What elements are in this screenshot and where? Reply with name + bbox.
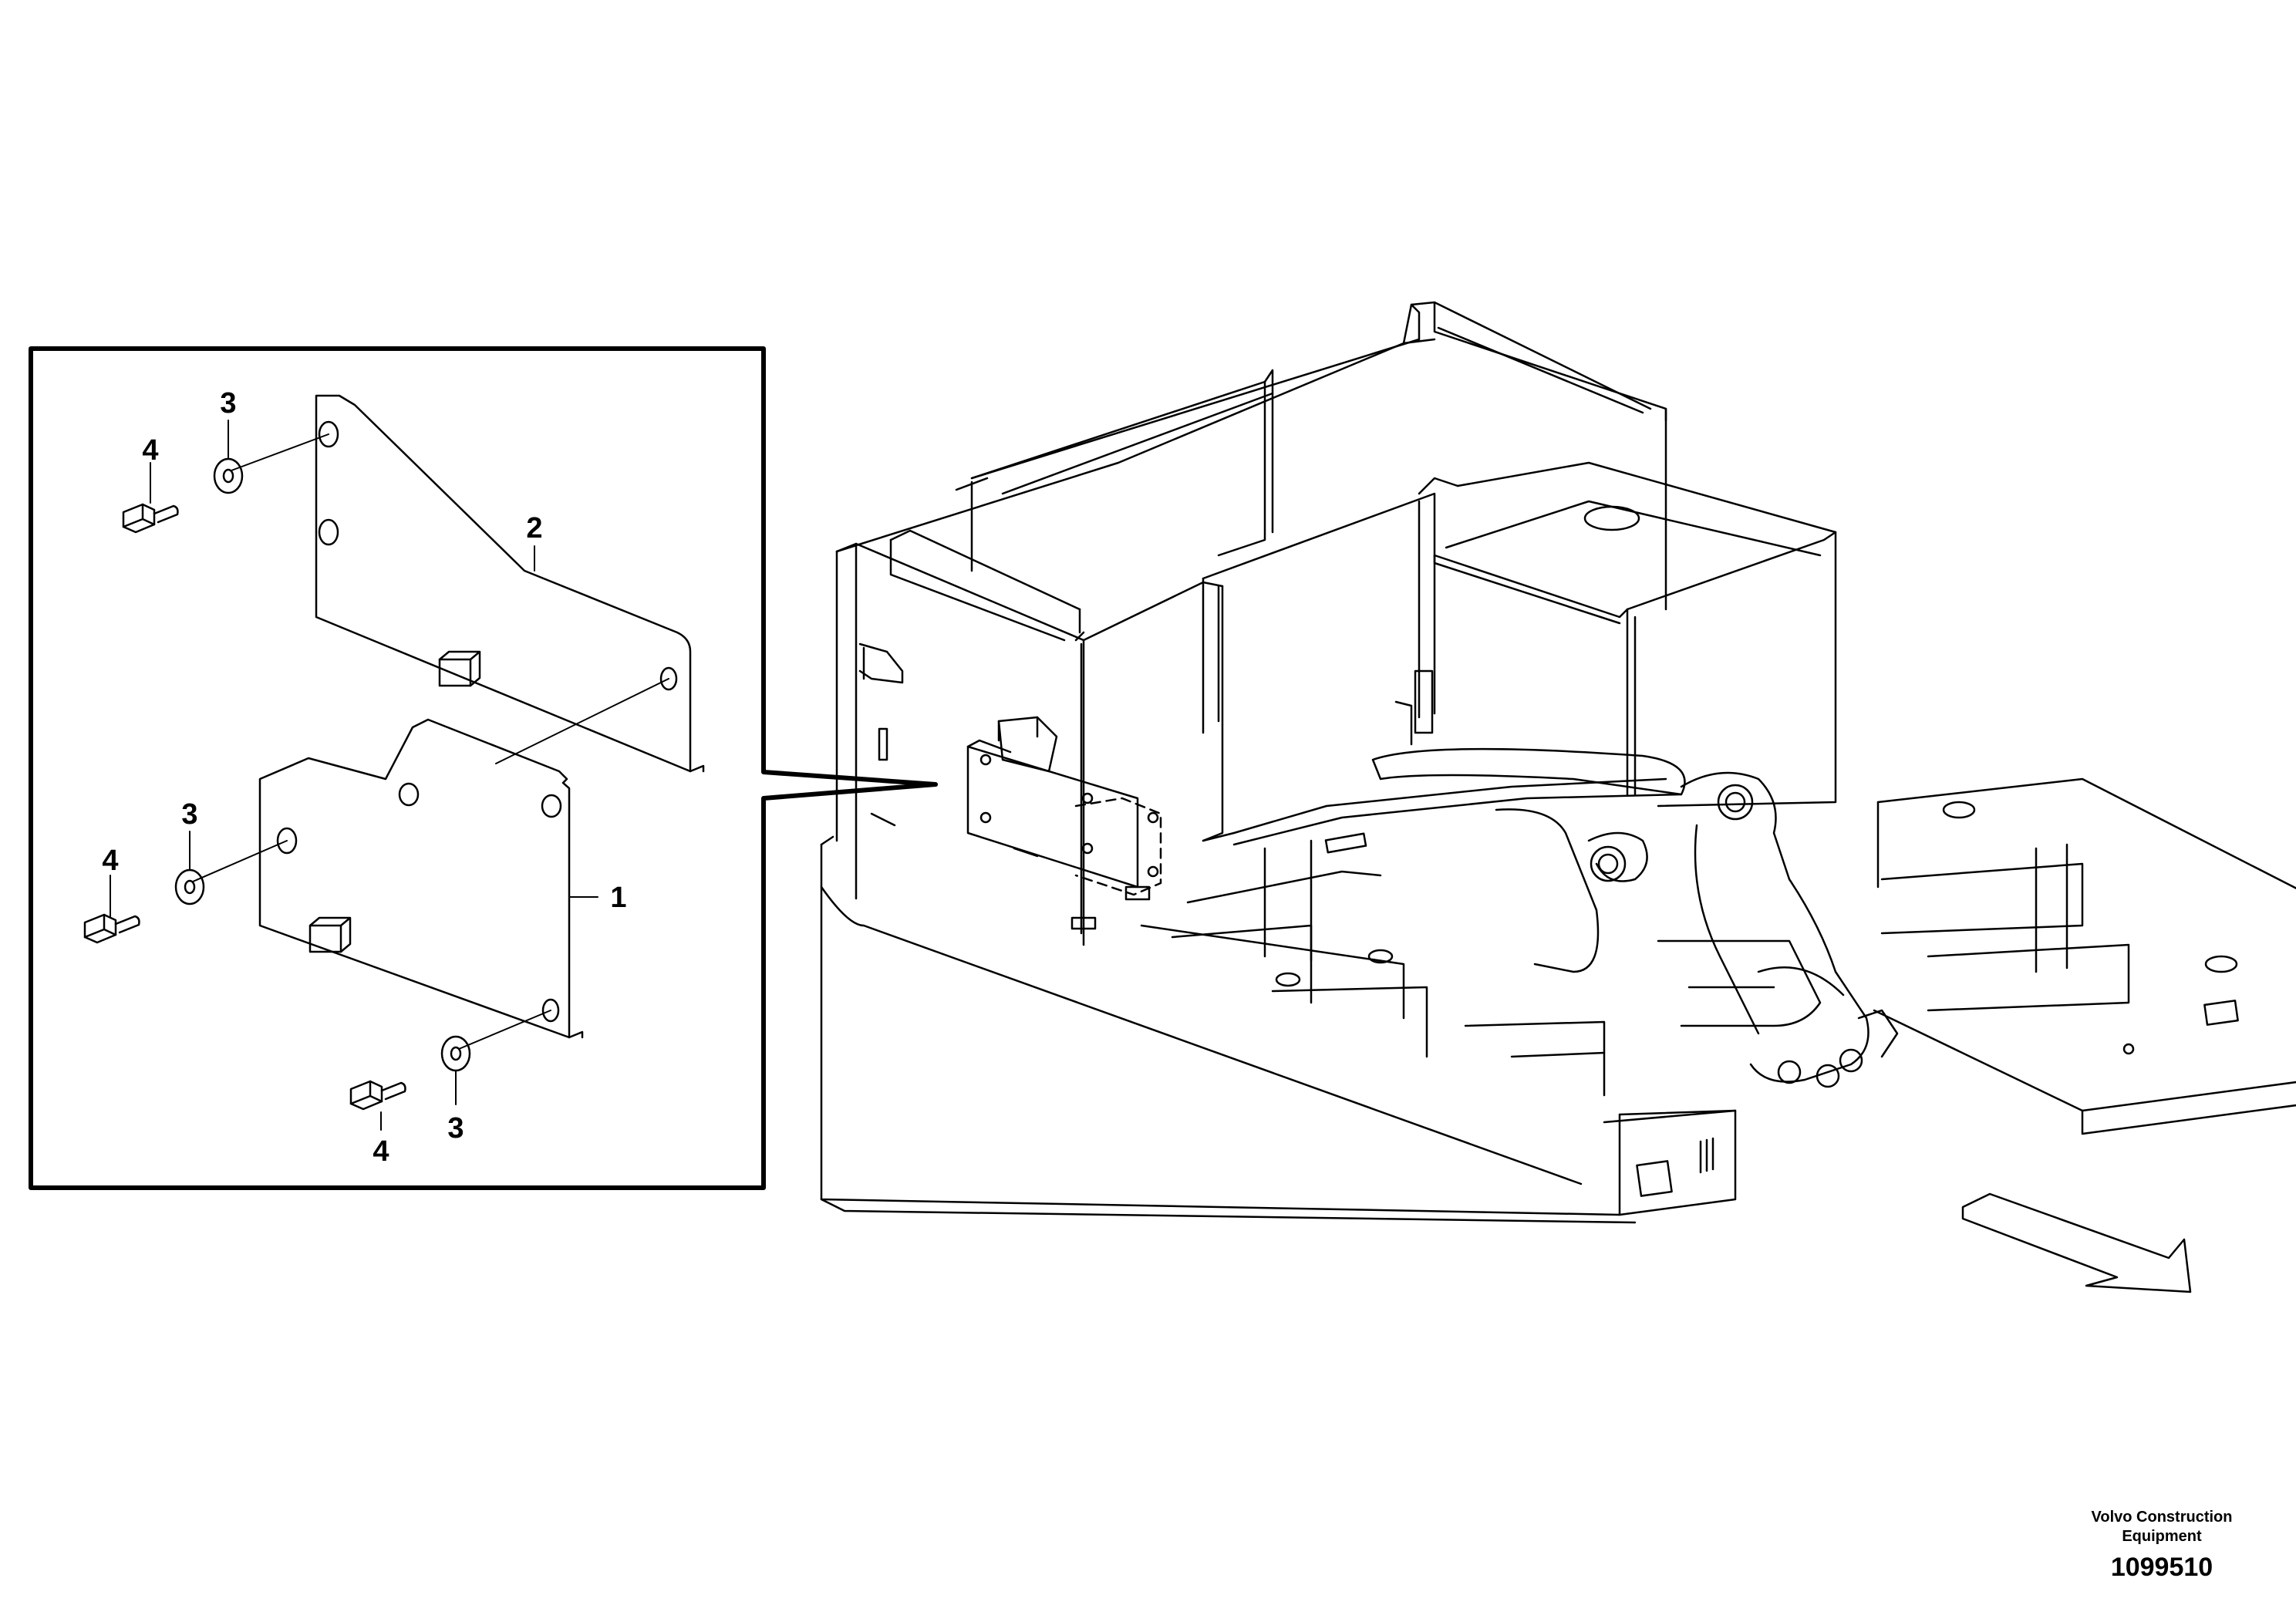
alignment-line bbox=[231, 433, 329, 471]
alignment-line bbox=[192, 840, 288, 882]
part-2-bracket bbox=[315, 394, 705, 773]
alignment-line bbox=[495, 678, 669, 764]
callout-1: 1 bbox=[610, 882, 626, 914]
washer-3-top bbox=[213, 457, 244, 494]
drawing-number: 1099510 bbox=[2111, 1553, 2213, 1582]
company-name-line2: Equipment bbox=[2122, 1528, 2202, 1545]
main-frame-assembly bbox=[820, 301, 2296, 1224]
washer-3-mid bbox=[174, 868, 205, 905]
callout-labels: 3 4 2 3 4 1 3 4 bbox=[102, 387, 626, 1168]
bolt-4-bottom bbox=[349, 1080, 406, 1111]
inset-frame bbox=[29, 346, 938, 1190]
callout-4-bottom: 4 bbox=[373, 1135, 389, 1168]
callout-4-top: 4 bbox=[142, 434, 158, 467]
part-1-plate bbox=[258, 718, 584, 1039]
alignment-line bbox=[458, 1010, 551, 1050]
washer-3-bottom bbox=[440, 1035, 471, 1072]
callout-3-bottom: 3 bbox=[447, 1112, 464, 1145]
title-block: Volvo Construction Equipment 1099510 bbox=[2092, 1509, 2233, 1582]
company-name-line1: Volvo Construction bbox=[2092, 1509, 2233, 1526]
callout-4-mid: 4 bbox=[102, 845, 118, 877]
bolt-4-top bbox=[122, 503, 179, 534]
bolt-4-mid bbox=[83, 913, 140, 944]
callout-2: 2 bbox=[526, 512, 542, 545]
direction-arrow-icon bbox=[1961, 1192, 2192, 1293]
detail-inset bbox=[29, 346, 938, 1190]
callout-3-top: 3 bbox=[220, 387, 236, 420]
callout-3-mid: 3 bbox=[181, 798, 197, 831]
